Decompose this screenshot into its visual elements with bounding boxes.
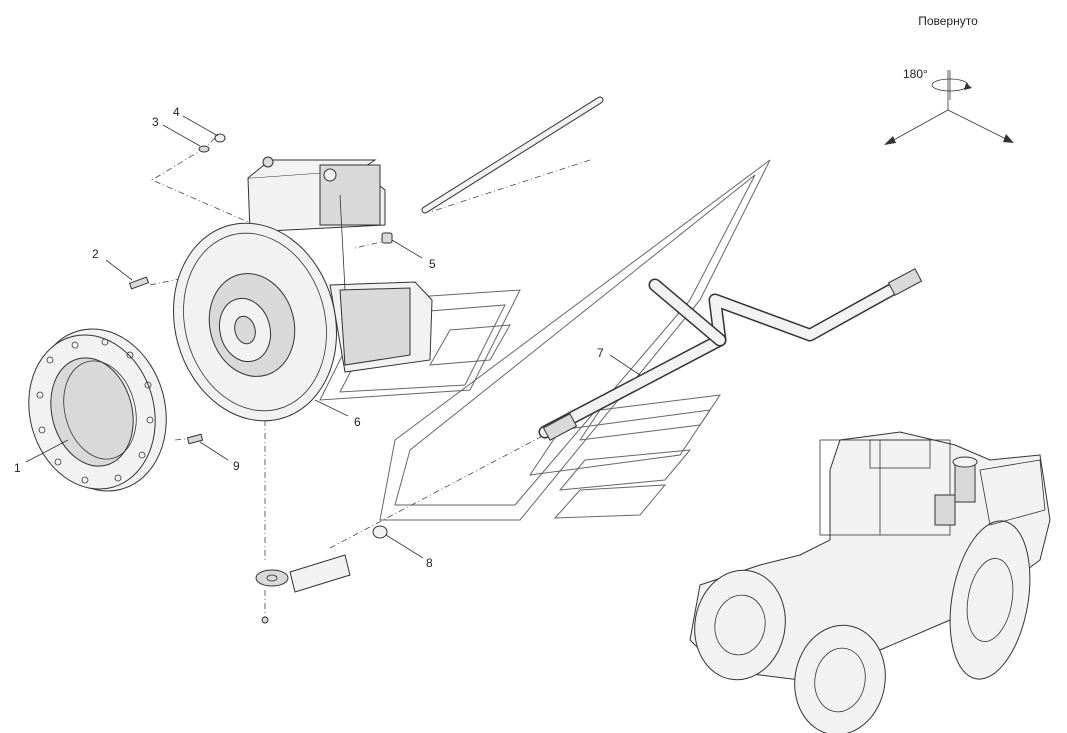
callout-6: 6 [354,415,361,429]
callout-1: 1 [14,461,21,475]
ring-gear-part [28,328,167,492]
callout-2: 2 [92,247,99,261]
axis-right-icon [947,109,1009,141]
ring-bolt-holes [36,338,154,484]
hose-pipe-part-7 [538,268,923,441]
callout-4: 4 [173,105,180,119]
rotation-label: Повернуто [918,14,978,28]
callout-8: 8 [426,556,433,570]
hose-clamp-part-8 [372,525,388,539]
callout-7: 7 [597,346,604,360]
axis-left-icon [889,109,949,143]
bolt-part-9 [186,433,204,445]
clamp-part-5 [381,232,393,244]
callout-3: 3 [152,115,159,129]
callout-9: 9 [233,459,240,473]
nut-part-3 [198,145,210,153]
leader-lines [25,115,641,559]
stud-bolt-part [128,276,150,290]
pump-drive-assembly-part [173,156,433,422]
callout-5: 5 [429,257,436,271]
rotation-angle: 180° [903,67,928,81]
elbow-fitting-part [255,554,351,624]
rotation-indicator: Повернуто 180° [884,14,1014,145]
tractor-reference-drawing [689,431,1051,733]
rod-part [421,96,604,214]
callout-labels: 1 2 3 4 5 6 7 8 9 [14,105,604,570]
